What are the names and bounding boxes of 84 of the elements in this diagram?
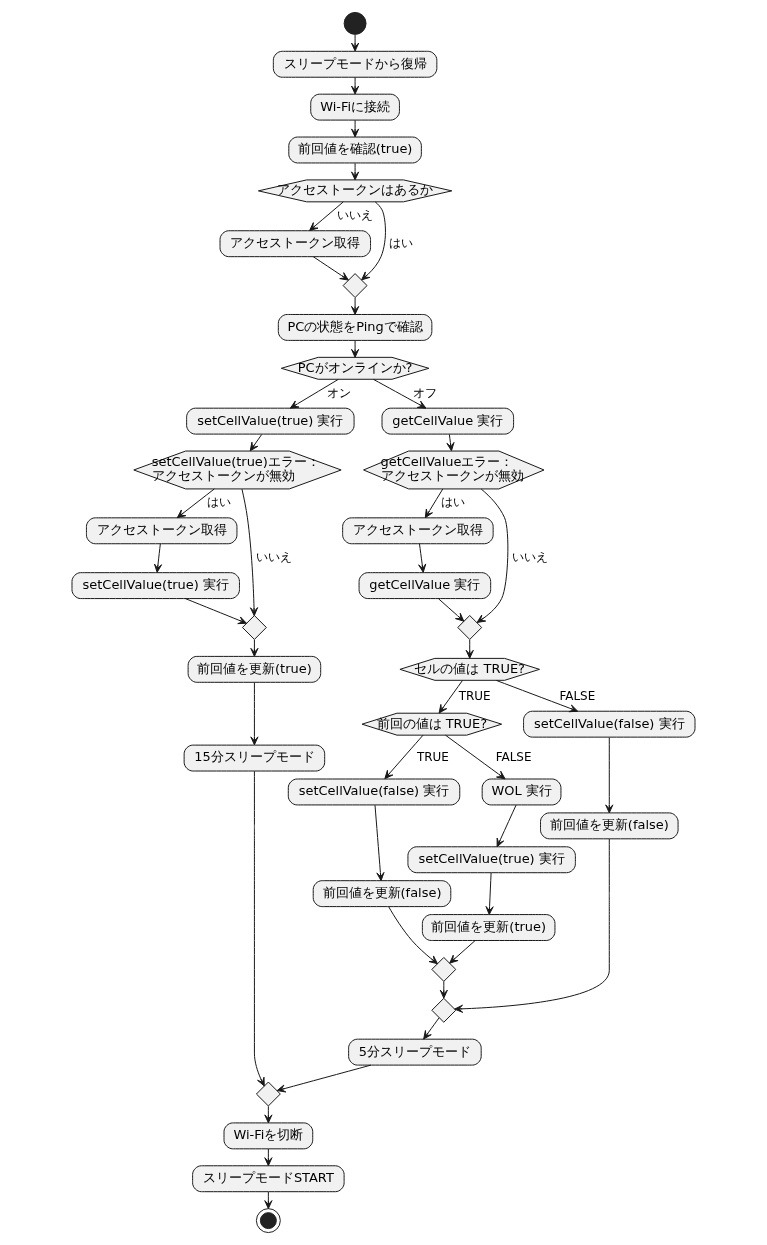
edge-label: はい (206, 495, 231, 510)
node-circle (343, 11, 367, 35)
edge-label: いいえ (511, 550, 548, 565)
node-diamond (241, 615, 267, 640)
node-box: getCellValue 実行 (381, 407, 515, 435)
node-box: 前回値を更新(false) (540, 812, 679, 840)
arrow (351, 119, 360, 138)
arrow (388, 906, 438, 965)
node-box: setCellValue(true) 実行 (186, 407, 355, 435)
arrow (444, 734, 506, 780)
arrow (351, 340, 360, 358)
node-box: スリープモードから復帰 (272, 50, 438, 78)
arrow (289, 378, 339, 409)
node-box: Wi-Fiに接続 (310, 93, 400, 121)
arrow (351, 162, 360, 181)
arrow (351, 34, 360, 52)
node-box: Wi-Fiを切断 (223, 1122, 314, 1150)
edge-label: いいえ (256, 550, 293, 565)
arrow (423, 1017, 440, 1040)
edge-label: はい (388, 235, 413, 250)
edge-label: オフ (412, 385, 437, 400)
arrow (605, 736, 614, 814)
node-box: 前回値を更新(true) (421, 914, 556, 941)
node-box: 前回値を更新(false) (312, 880, 452, 908)
node-box: 15分スリープモード (183, 744, 326, 772)
arrow (372, 378, 427, 409)
arrow (176, 488, 215, 519)
edge-label: TRUE (416, 750, 449, 765)
node-box: アクセストークン取得 (219, 230, 372, 258)
node-box: スリープモードSTART (192, 1165, 345, 1193)
arrow (465, 639, 474, 659)
edge-label: オン (327, 385, 352, 400)
arrow (264, 1105, 273, 1124)
node-box: PCの状態をPingで確認 (277, 314, 433, 341)
arrow (361, 201, 386, 281)
node-diamond (342, 273, 368, 299)
arrow (485, 872, 494, 916)
edge-label: FALSE (559, 688, 596, 703)
node-box: setCellValue(true) 実行 (407, 846, 576, 874)
edge-label: FALSE (495, 750, 532, 765)
arrow (250, 639, 259, 657)
arrow (418, 543, 427, 573)
arrow (184, 598, 247, 625)
node-diamond (431, 997, 457, 1023)
arrow (454, 838, 610, 1013)
arrow (153, 543, 163, 573)
arrow (264, 1148, 273, 1167)
arrow (253, 770, 265, 1087)
node-box: setCellValue(true) 実行 (71, 572, 240, 600)
arrow (351, 76, 360, 95)
node-box: 前回値を確認(true) (288, 136, 422, 164)
arrow (446, 433, 455, 452)
arrow (496, 804, 517, 848)
arrow (438, 680, 463, 714)
node-box: 前回値を更新(true) (187, 655, 322, 683)
arrow (241, 488, 259, 617)
node-box: setCellValue(false) 実行 (287, 778, 461, 806)
node-box: 5分スリープモード (348, 1038, 482, 1066)
node-box: WOL 実行 (481, 778, 562, 806)
node-box: アクセストークン取得 (85, 517, 238, 545)
arrow (449, 940, 476, 964)
node-circle (255, 1208, 281, 1234)
arrow (264, 1191, 273, 1210)
arrow (312, 256, 349, 281)
arrow (276, 1064, 372, 1093)
arrow (424, 488, 444, 519)
arrow (351, 297, 360, 315)
arrow (495, 679, 579, 713)
arrow (476, 488, 509, 623)
edge-label: いいえ (337, 208, 374, 223)
arrow (384, 734, 424, 780)
arrow (438, 598, 465, 622)
node-box: アクセストークン取得 (342, 517, 494, 545)
node-box: getCellValue 実行 (358, 572, 492, 600)
arrow (250, 681, 259, 746)
arrow (374, 804, 385, 882)
edge-label: はい (440, 495, 465, 510)
node-diamond (457, 615, 483, 640)
arrow (249, 433, 263, 452)
node-box: setCellValue(false) 実行 (523, 710, 696, 738)
node-diamond (255, 1081, 281, 1107)
edge-label: TRUE (458, 688, 491, 703)
arrow (309, 201, 344, 232)
arrow (439, 980, 448, 999)
